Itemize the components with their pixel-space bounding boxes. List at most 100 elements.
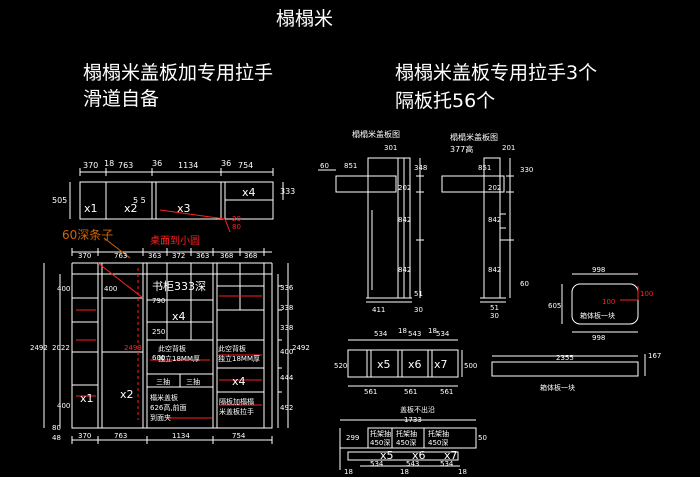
bottom-end-18b: 18: [400, 468, 409, 476]
dim-333: 333: [280, 187, 295, 196]
tatami-note-3: 到面夹: [150, 413, 171, 422]
lid2-dim-202: 202: [488, 184, 501, 192]
dim-mid-363b: 363: [196, 252, 209, 260]
lid2-dim-201: 201: [502, 144, 515, 152]
dim-right-336: 336: [280, 284, 294, 292]
tatami-note-2: 626高,前面: [150, 403, 187, 412]
back-panel-1b: 独立18MM厚: [158, 354, 200, 363]
lid2-dim-851: 851: [478, 164, 491, 172]
dim-top-18a: 18: [104, 159, 114, 168]
upper-wall-cabinet: [69, 168, 284, 220]
lid1-dim-842a: 842: [398, 216, 411, 224]
dim-bot-754: 754: [232, 432, 246, 440]
bottom-drawer-group: [339, 419, 477, 470]
cell-x2-top: x2: [124, 202, 138, 215]
back-panel-1: 此空背板: [158, 344, 186, 353]
main-wardrobe-elevation: [43, 248, 289, 444]
lid-title-1: 榻榻米盖板图: [352, 129, 400, 139]
back-panel-2: 此空背板: [218, 344, 246, 353]
row-dim-18a: 18: [398, 327, 407, 335]
dim-height-2492-left: 2492: [30, 344, 48, 352]
box-label: 箱体板一块: [580, 311, 615, 320]
long-plank: [491, 354, 646, 377]
note-60-depth: 60深条子: [62, 228, 113, 242]
dim-height-2022: 2022: [52, 344, 70, 352]
lid2-dim-30: 30: [490, 312, 499, 320]
box-panel: [561, 273, 639, 333]
dim-bot-763: 763: [114, 432, 127, 440]
bottom-end-18c: 18: [458, 468, 467, 476]
drawer-sub-c: 450深: [428, 438, 448, 447]
drawer-sub-a: 450深: [370, 438, 390, 447]
dim-bot-1134: 1134: [172, 432, 190, 440]
dim-bot-370: 370: [78, 432, 91, 440]
lid1-dim-202: 202: [398, 184, 411, 192]
lid2-dim-60: 60: [520, 280, 529, 288]
dim-505: 505: [52, 196, 67, 205]
cell-x4-right: x4: [232, 375, 246, 388]
bottom-dim-50: 50: [478, 434, 487, 442]
cell-x7-row: x7: [434, 358, 448, 371]
cell-x4-mid: x4: [172, 310, 186, 323]
box-dim-998-top: 998: [592, 266, 605, 274]
dim-top-763: 763: [118, 161, 133, 170]
box-red-100b: 100: [640, 290, 653, 298]
heading-right-line2: 隔板托56个: [395, 90, 496, 112]
lid-note-1: 隔板加榻榻: [219, 397, 254, 406]
heading-right-line1: 榻榻米盖板专用拉手3个: [395, 62, 598, 84]
lid-note-2: 米盖板拉手: [219, 407, 254, 416]
dim-top-36b: 36: [221, 159, 231, 168]
drawing-title: 榻榻米: [276, 8, 334, 30]
dim-250: 250: [152, 328, 165, 336]
dim-left-400a: 400: [57, 285, 70, 293]
drawer-label-1: 三抽: [156, 377, 170, 386]
dim-mid-372: 372: [172, 252, 185, 260]
row-dim-534a: 534: [374, 330, 388, 338]
lid1-dim-51: 51: [414, 290, 423, 298]
lid1-dim-30: 30: [414, 306, 423, 314]
dim-mid-370: 370: [78, 252, 91, 260]
cell-x6-row: x6: [408, 358, 422, 371]
dim-bot-80: 80: [52, 424, 61, 432]
box-red-100a: 100: [602, 298, 615, 306]
drawer-label-a: 托架抽: [370, 429, 391, 438]
red-dim-20: 20: [232, 215, 241, 223]
lid-subtitle: 377高: [450, 144, 473, 154]
heading-left-line2: 滑道自备: [83, 88, 160, 110]
bottom-dim-534b: 534: [440, 460, 454, 468]
note-desk: 桌面到小圆: [150, 234, 200, 247]
lid2-dim-842b: 842: [488, 266, 501, 274]
row-dim-18b: 18: [428, 327, 437, 335]
cell-x6-bottom: x6: [412, 449, 426, 462]
row-dim-534b: 534: [436, 330, 450, 338]
heading-left-line1: 榻榻米盖板加专用拉手: [83, 62, 274, 84]
back-panel-2b: 独立18MM厚: [218, 354, 260, 363]
dim-mid-368b: 368: [244, 252, 257, 260]
dim-height-2492-right: 2492: [292, 344, 310, 352]
lid2-dim-842a: 842: [488, 216, 501, 224]
red-dim-80: 80: [232, 223, 241, 231]
lid-section-1: [318, 157, 424, 303]
lid1-dim-411: 411: [372, 306, 385, 314]
bottom-end-18a: 18: [344, 468, 353, 476]
tatami-note-1: 榻米盖板: [150, 393, 178, 402]
plank-dim-167: 167: [648, 352, 661, 360]
dim-600: 600: [152, 354, 165, 362]
dim-right-400: 400: [280, 348, 293, 356]
cell-x4-top: x4: [242, 186, 256, 199]
lid1-dim-348: 348: [414, 164, 427, 172]
dim-left-400b: 400: [57, 402, 70, 410]
drawer-label-b: 托架抽: [396, 429, 417, 438]
lid-section-2: [441, 157, 514, 303]
drawer-sub-b: 450深: [396, 438, 416, 447]
bottom-dim-534a: 534: [370, 460, 384, 468]
row-dim-561c: 561: [440, 388, 453, 396]
cell-x7-bottom: x7: [444, 449, 458, 462]
drawer-row: [347, 339, 463, 387]
dim-mid-368a: 368: [220, 252, 233, 260]
lid1-dim-301: 301: [384, 144, 397, 152]
dim-bot-48: 48: [52, 434, 61, 442]
dim-5-5: 5 5: [133, 196, 146, 205]
dim-top-754: 754: [238, 161, 253, 170]
